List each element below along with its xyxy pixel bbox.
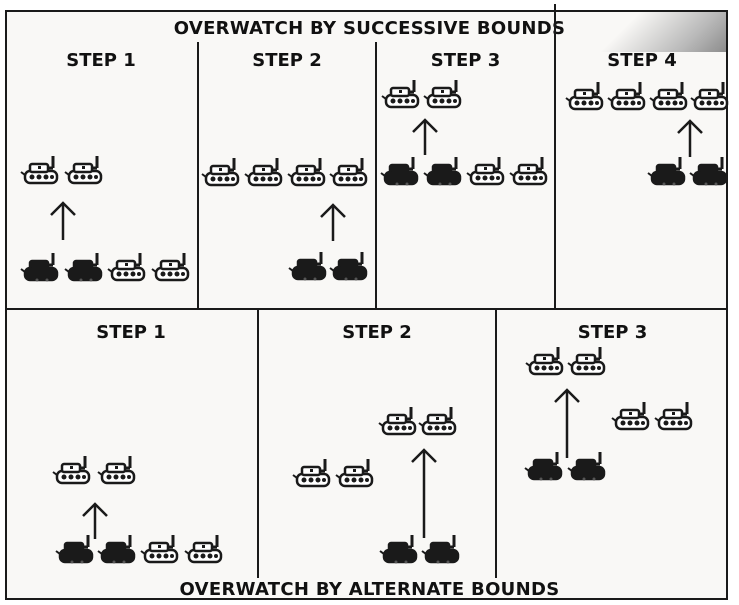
arrow-up-icon [554, 388, 580, 458]
vehicle-outline-icon [422, 78, 462, 109]
title-alternate-bounds: OVERWATCH BY ALTERNATE BOUNDS [179, 579, 560, 600]
vehicle-solid-icon [328, 250, 368, 282]
vehicle-solid-icon [420, 533, 460, 565]
alternate-step-3-label: STEP 3 [577, 322, 648, 343]
vehicle-outline-icon [328, 156, 368, 187]
alternate-step-2-label: STEP 2 [342, 322, 412, 343]
vehicle-solid-icon [54, 533, 94, 565]
vehicle-outline-icon [653, 400, 693, 431]
vehicle-solid-icon [378, 533, 418, 565]
vehicle-outline-icon [508, 155, 548, 186]
vehicle-outline-icon [106, 251, 146, 282]
vehicle-solid-icon [19, 251, 59, 283]
vehicle-outline-icon [465, 155, 505, 186]
vehicle-solid-icon [379, 155, 419, 187]
vehicle-outline-icon [243, 156, 283, 187]
divider-bottom-1 [257, 310, 259, 578]
successive-step-4-label: STEP 4 [607, 50, 677, 71]
vehicle-outline-icon [610, 400, 650, 431]
vehicle-outline-icon [606, 80, 646, 111]
alternate-step-1-label: STEP 1 [96, 322, 166, 343]
vehicle-outline-icon [19, 154, 59, 185]
vehicle-solid-icon [523, 450, 563, 482]
arrow-up-icon [677, 119, 703, 157]
successive-step-1-label: STEP 1 [66, 50, 136, 71]
vehicle-solid-icon [422, 155, 462, 187]
vehicle-solid-icon [287, 250, 327, 282]
divider-bottom-2 [495, 310, 497, 578]
vehicle-outline-icon [380, 78, 420, 109]
vehicle-outline-icon [286, 156, 326, 187]
arrow-up-icon [411, 448, 437, 538]
vehicle-outline-icon [183, 533, 223, 564]
vehicle-outline-icon [51, 454, 91, 485]
diagram-frame [5, 10, 728, 600]
vehicle-outline-icon [63, 154, 103, 185]
arrow-up-icon [320, 203, 346, 241]
vehicle-outline-icon [200, 156, 240, 187]
vehicle-solid-icon [96, 533, 136, 565]
divider-top-1 [197, 42, 199, 308]
vehicle-outline-icon [377, 405, 417, 436]
arrow-up-icon [50, 201, 76, 240]
vehicle-outline-icon [566, 345, 606, 376]
divider-horizontal [5, 308, 728, 310]
vehicle-solid-icon [63, 251, 103, 283]
corner-shadow [536, 12, 726, 52]
successive-step-3-label: STEP 3 [430, 50, 501, 71]
arrow-up-icon [82, 502, 108, 539]
arrow-up-icon [412, 118, 438, 155]
vehicle-outline-icon [648, 80, 688, 111]
vehicle-outline-icon [564, 80, 604, 111]
vehicle-outline-icon [524, 345, 564, 376]
vehicle-outline-icon [291, 457, 331, 488]
vehicle-outline-icon [417, 405, 457, 436]
title-successive-bounds: OVERWATCH BY SUCCESSIVE BOUNDS [173, 18, 566, 39]
divider-top-3 [554, 4, 556, 308]
successive-step-2-label: STEP 2 [252, 50, 322, 71]
vehicle-outline-icon [139, 533, 179, 564]
vehicle-solid-icon [646, 155, 686, 187]
vehicle-outline-icon [334, 457, 374, 488]
divider-top-2 [375, 42, 377, 308]
vehicle-solid-icon [566, 450, 606, 482]
vehicle-outline-icon [96, 454, 136, 485]
vehicle-outline-icon [150, 251, 190, 282]
vehicle-outline-icon [689, 80, 729, 111]
vehicle-solid-icon [688, 155, 728, 187]
